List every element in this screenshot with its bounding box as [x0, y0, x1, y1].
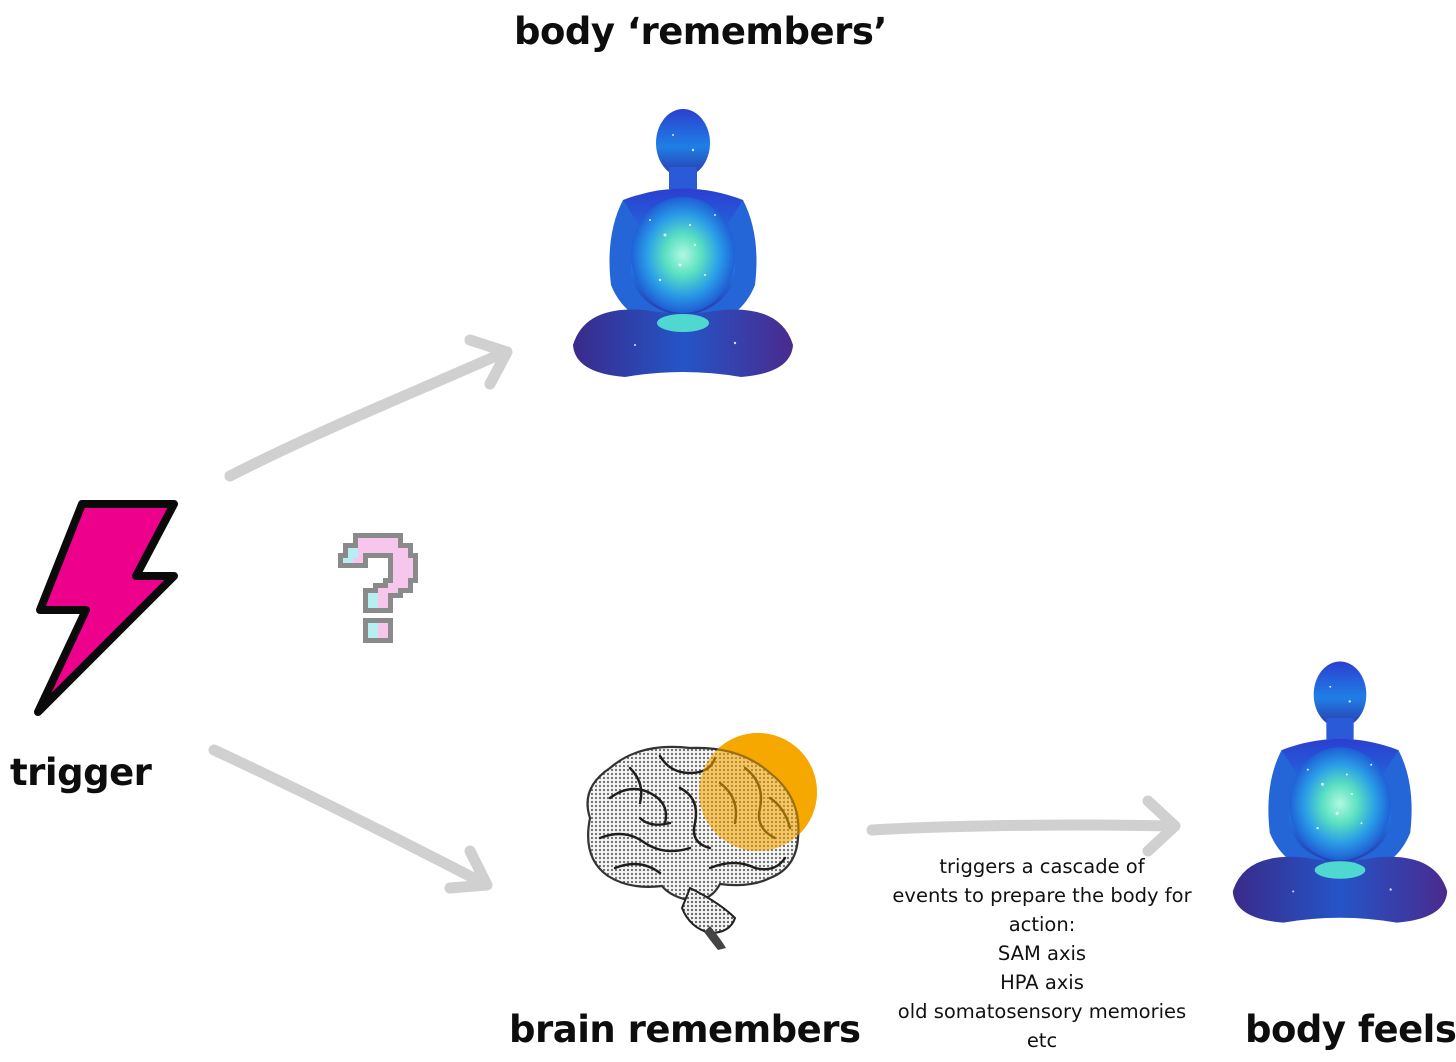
cascade-note-line: action: — [1008, 913, 1076, 936]
cascade-note-line: old somatosensory memories — [897, 1000, 1187, 1023]
pixel-question-mark-icon — [338, 533, 418, 643]
lightning-bolt-icon — [34, 500, 178, 716]
arrow-trigger-to-brain — [208, 744, 491, 890]
arrow-head-brain-to-body — [1142, 795, 1181, 857]
arrow-brain-to-body — [866, 819, 1178, 836]
cascade-note-line: SAM axis — [997, 942, 1087, 965]
brain-remembers-label: brain remembers — [509, 1008, 861, 1051]
cascade-note-line: etc — [1026, 1029, 1058, 1052]
cascade-note: triggers a cascade of events to prepare … — [872, 852, 1212, 1055]
cascade-note-line: events to prepare the body for — [892, 884, 1192, 907]
arrow-head-trigger-to-body — [464, 334, 513, 390]
arrow-trigger-to-body — [224, 346, 511, 482]
body-feels-label: body feels — [1245, 1008, 1456, 1051]
brain-icon — [586, 733, 817, 950]
meditating-figure-icon — [573, 109, 793, 377]
body-remembers-title: body ‘remembers’ — [514, 10, 887, 53]
meditating-figure-icon — [1232, 661, 1448, 923]
arrow-head-trigger-to-brain — [444, 845, 493, 894]
cascade-note-line: HPA axis — [1000, 971, 1084, 994]
trigger-label: trigger — [10, 751, 152, 794]
cascade-note-line: triggers a cascade of — [939, 855, 1145, 878]
